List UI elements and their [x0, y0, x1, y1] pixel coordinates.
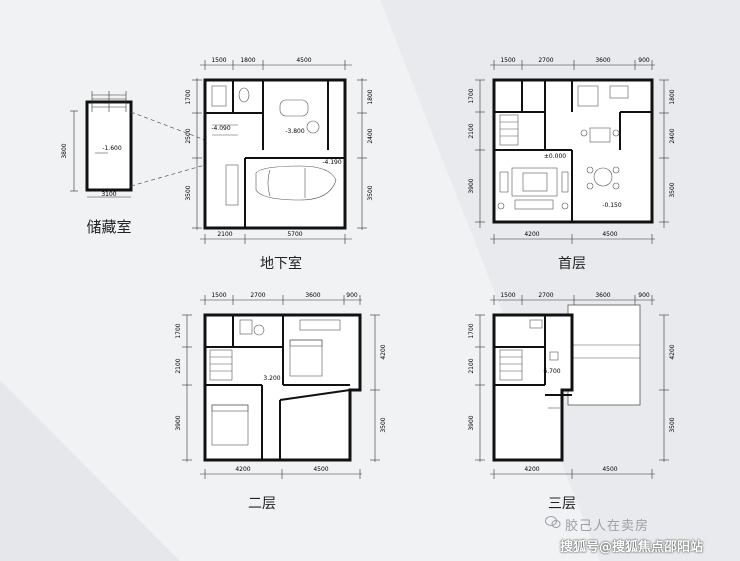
second-dim-left-2: 2100 [175, 358, 182, 373]
third-title: 三层 [548, 496, 576, 512]
ground-title: 首层 [558, 256, 586, 272]
watermark-source: 搜狐号@搜狐焦点邵阳站 [560, 540, 704, 555]
basement-dim-bottom-1: 2100 [217, 231, 232, 238]
basement-level-3: -4.190 [322, 159, 342, 166]
third-dim-top-2: 2700 [538, 292, 553, 299]
basement-level-2: -3.800 [285, 128, 305, 135]
basement-dim-left-2: 2500 [185, 128, 192, 143]
third-dim-bottom-1: 4200 [524, 466, 539, 473]
wechat-icon [545, 516, 561, 528]
watermark-account: 胶己人在卖房 [565, 519, 650, 534]
third-dim-left-1: 1700 [468, 323, 475, 338]
storage-dim-left: 3800 [61, 143, 68, 158]
ground-plan: 1500 2700 3600 900 4200 4500 1700 2100 3… [468, 57, 676, 272]
third-level: 6.700 [543, 368, 560, 375]
second-dim-top-4: 900 [346, 292, 358, 299]
third-dim-bottom-2: 4500 [602, 466, 617, 473]
second-level: 3.200 [263, 375, 280, 382]
second-plan: 1500 2700 3600 900 4200 4500 1700 2100 3… [175, 292, 387, 512]
ground-dim-bottom-2: 4500 [602, 231, 617, 238]
second-dim-top-2: 2700 [250, 292, 265, 299]
ground-dim-bottom-1: 4200 [524, 231, 539, 238]
second-title: 二层 [248, 496, 276, 512]
storage-plan: 3800 -1.600 3100 储藏室 [61, 91, 206, 236]
ground-dim-right-3: 3500 [669, 182, 676, 197]
storage-level: -1.600 [102, 145, 122, 152]
third-plan: 1500 2700 3600 900 4200 4500 1700 2100 3… [468, 292, 676, 512]
ground-dim-top-1: 1500 [500, 57, 515, 64]
basement-level-1: -4.090 [211, 125, 231, 132]
second-dim-top-3: 3600 [305, 292, 320, 299]
second-dim-right-1: 4200 [380, 344, 387, 359]
ground-dim-right-1: 1800 [669, 89, 676, 104]
storage-dim-bottom: 3100 [101, 191, 116, 198]
third-dim-right-2: 3500 [669, 417, 676, 432]
basement-dim-right-2: 2400 [367, 128, 374, 143]
third-dim-top-3: 3600 [595, 292, 610, 299]
ground-dim-left-2: 2100 [468, 123, 475, 138]
second-dim-top-1: 1500 [211, 292, 226, 299]
basement-dim-right-1: 1800 [367, 89, 374, 104]
basement-plan: 1500 1800 4500 2100 5700 1700 2500 3500 … [185, 57, 374, 272]
basement-dim-right-3: 3500 [367, 185, 374, 200]
ground-dim-top-4: 900 [638, 57, 650, 64]
third-dim-top-4: 900 [638, 292, 650, 299]
basement-dim-top-3: 4500 [296, 57, 311, 64]
second-dim-bottom-1: 4200 [235, 466, 250, 473]
third-dim-left-2: 2100 [468, 358, 475, 373]
ground-dim-top-2: 2700 [538, 57, 553, 64]
second-dim-left-1: 1700 [175, 323, 182, 338]
ground-level-1: ±0.000 [544, 153, 566, 160]
basement-dim-top-2: 1800 [240, 57, 255, 64]
second-dim-right-2: 3500 [380, 417, 387, 432]
basement-title: 地下室 [260, 255, 302, 272]
basement-dim-bottom-2: 5700 [287, 231, 302, 238]
second-dim-left-3: 3900 [175, 415, 182, 430]
basement-dim-left-1: 1700 [185, 89, 192, 104]
second-dim-bottom-2: 4500 [313, 466, 328, 473]
ground-dim-right-2: 2400 [669, 128, 676, 143]
ground-dim-top-3: 3600 [595, 57, 610, 64]
basement-dim-top-1: 1500 [211, 57, 226, 64]
third-dim-right-1: 4200 [669, 344, 676, 359]
ground-level-2: -0.150 [602, 202, 622, 209]
ground-dim-left-1: 1700 [468, 88, 475, 103]
third-dim-top-1: 1500 [500, 292, 515, 299]
storage-title: 储藏室 [86, 218, 131, 236]
ground-dim-left-3: 3900 [468, 178, 475, 193]
third-dim-left-3: 3900 [468, 415, 475, 430]
basement-dim-left-3: 3500 [185, 185, 192, 200]
